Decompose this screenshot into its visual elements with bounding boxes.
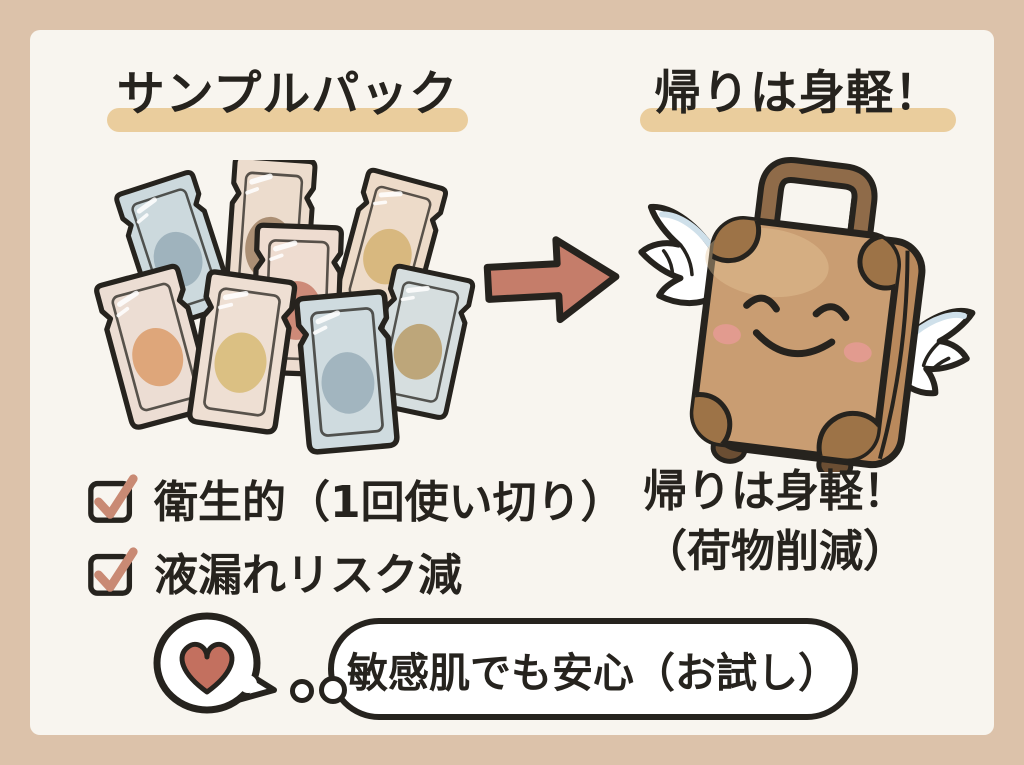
right-arrow-icon (483, 236, 620, 324)
suitcase-face (713, 294, 872, 363)
speech-bubble-text: 敏感肌でも安心（お試し） (347, 649, 839, 697)
benefit-note: 帰りは身軽！ （荷物削減） (625, 462, 925, 582)
checklist-item-hygienic: 衛生的（1回使い切り） (86, 466, 625, 530)
heart-icon (179, 641, 235, 695)
checklist-label: 液漏れリスク減 (154, 550, 462, 601)
title-sample-pack: サンプルパック (107, 62, 468, 132)
sample-packets-illustration (85, 160, 510, 475)
winged-suitcase-illustration (638, 157, 976, 472)
speech-bubble: 敏感肌でも安心（お試し） (319, 618, 858, 720)
checkbox-icon (88, 474, 138, 523)
content-panel: サンプルパック 帰りは身軽！ (30, 30, 994, 735)
heart-speech-bubble (153, 612, 277, 714)
benefit-line2: （荷物削減） (643, 526, 907, 577)
sample-packet (296, 291, 397, 452)
checklist-item-no-leak: 液漏れリスク減 (86, 539, 462, 603)
title-light-return: 帰りは身軽！ (640, 62, 956, 132)
title-sample-pack-text: サンプルパック (116, 66, 459, 122)
sample-packet (189, 271, 296, 433)
title-light-return-text: 帰りは身軽！ (654, 66, 942, 121)
highlight-bar (107, 108, 468, 132)
speech-dot (290, 679, 314, 703)
benefit-line1: 帰りは身軽！ (643, 466, 907, 517)
checkbox-icon (88, 547, 138, 596)
highlight-bar (640, 108, 956, 132)
suitcase-body (689, 216, 926, 469)
checklist-label: 衛生的（1回使い切り） (154, 477, 625, 528)
